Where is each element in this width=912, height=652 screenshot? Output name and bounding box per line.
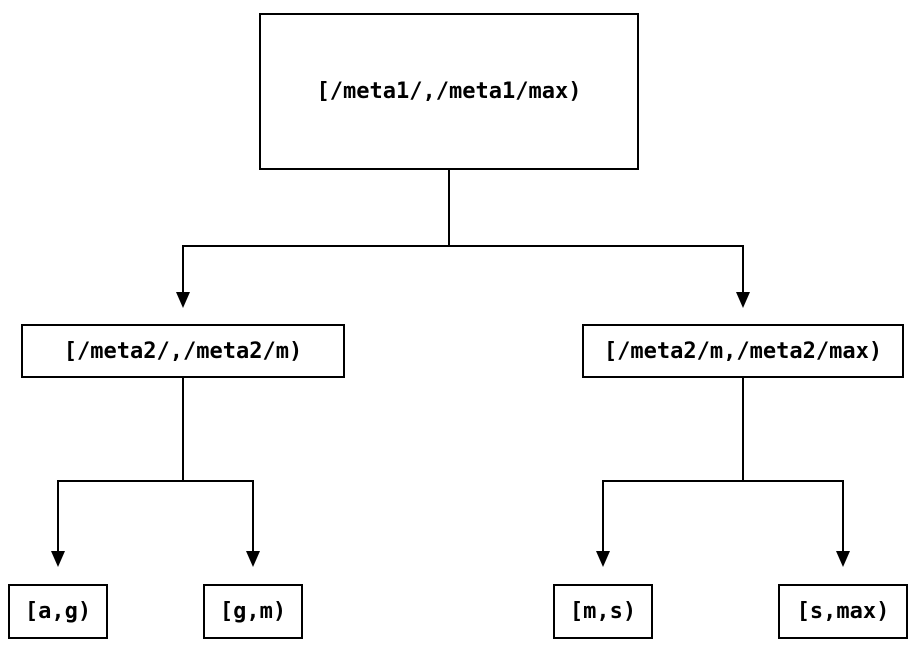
node-meta2-low-label: [/meta2/,/meta2/m) xyxy=(63,338,303,364)
node-leaf-smax: [s,max) xyxy=(778,584,908,639)
edge-root-drop-left xyxy=(182,245,184,293)
edge-meta2-high-drop-right xyxy=(842,480,844,551)
node-leaf-smax-label: [s,max) xyxy=(796,599,890,624)
edge-meta2-high-drop-left xyxy=(602,480,604,551)
arrowhead-down-icon xyxy=(596,551,610,567)
node-meta2-high: [/meta2/m,/meta2/max) xyxy=(582,324,904,378)
edge-meta2-high-branch-bar xyxy=(602,480,844,482)
node-leaf-gm-label: [g,m) xyxy=(219,599,287,624)
edge-meta2-low-drop-left xyxy=(57,480,59,551)
edge-root-drop-right xyxy=(742,245,744,293)
node-leaf-ag: [a,g) xyxy=(8,584,108,639)
arrowhead-down-icon xyxy=(836,551,850,567)
edge-meta2-high-stem xyxy=(742,378,744,481)
arrowhead-down-icon xyxy=(51,551,65,567)
node-leaf-ag-label: [a,g) xyxy=(24,599,92,624)
arrowhead-down-icon xyxy=(246,551,260,567)
node-leaf-gm: [g,m) xyxy=(203,584,303,639)
node-root: [/meta1/,/meta1/max) xyxy=(259,13,639,170)
edge-meta2-low-branch-bar xyxy=(57,480,254,482)
edge-meta2-low-drop-right xyxy=(252,480,254,551)
arrowhead-down-icon xyxy=(736,292,750,308)
edge-root-branch-bar xyxy=(182,245,744,247)
node-root-label: [/meta1/,/meta1/max) xyxy=(316,79,582,104)
arrowhead-down-icon xyxy=(176,292,190,308)
node-leaf-ms: [m,s) xyxy=(553,584,653,639)
node-leaf-ms-label: [m,s) xyxy=(569,599,637,624)
edge-meta2-low-stem xyxy=(182,378,184,481)
node-meta2-low: [/meta2/,/meta2/m) xyxy=(21,324,345,378)
edge-root-stem xyxy=(448,170,450,246)
node-meta2-high-label: [/meta2/m,/meta2/max) xyxy=(603,338,883,364)
